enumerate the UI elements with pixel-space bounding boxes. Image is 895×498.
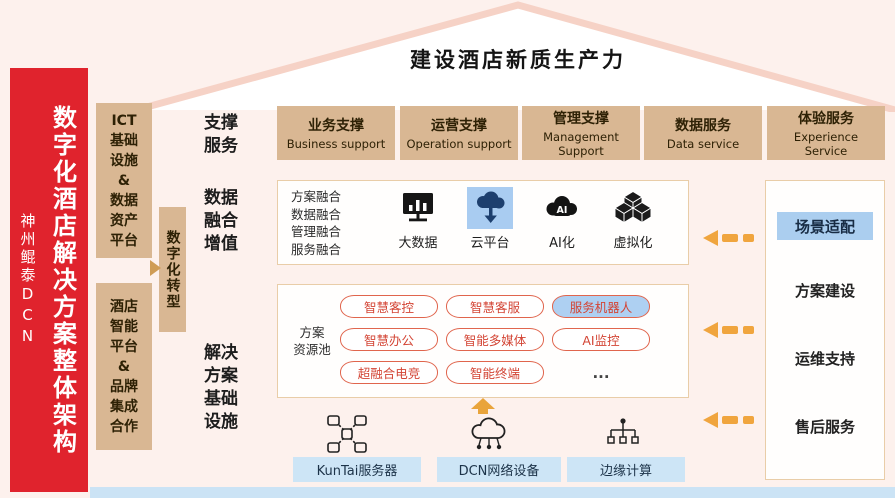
- resource-cell-ellipsis: ...: [592, 363, 610, 382]
- support-box-zh: 体验服务: [798, 111, 854, 127]
- up-arrow-icon: [471, 398, 495, 409]
- resource-pool-label: 方案 资源池: [293, 325, 331, 357]
- fusion-frame: 方案融合 数据融合 管理融合 服务融合 大数据: [277, 180, 689, 265]
- fusion-list: 方案融合 数据融合 管理融合 服务融合: [291, 189, 342, 257]
- support-box-en: Management Support: [543, 130, 619, 158]
- support-box-en: Experience Service: [793, 130, 859, 158]
- cloud-platform-label: 云平台: [470, 236, 510, 251]
- solution-row-label: 解决 方案 基础 设施: [204, 343, 238, 432]
- support-box-experience: 体验服务 Experience Service: [767, 106, 885, 160]
- bottom-bar: [90, 487, 895, 498]
- brand-banner: 神州鲲泰DCN 数字化酒店解决方案整体架构: [10, 68, 88, 492]
- resource-cell-ai-monitoring: AI监控: [552, 328, 650, 351]
- support-row-label: 支撑 服务: [204, 113, 238, 156]
- support-box-zh: 数据服务: [675, 118, 731, 134]
- edge-computing-label: 边缘计算: [567, 457, 685, 482]
- roof-outline: [132, 1, 895, 112]
- hotel-platform-box: 酒店 智能 平台 & 品牌 集成 合作: [96, 283, 152, 450]
- banner-title: 数字化酒店解决方案整体架构: [48, 104, 77, 456]
- resource-cell-smart-room-control: 智慧客控: [340, 295, 438, 318]
- dcn-network-label: DCN网络设备: [437, 457, 561, 482]
- scene-adaptation-badge: 场景适配: [777, 212, 873, 240]
- fusion-item-ai: AI AI化: [527, 187, 597, 259]
- resource-cell-smart-terminal: 智能终端: [446, 361, 544, 384]
- left-arrow-icon: [703, 412, 761, 428]
- big-data-label: 大数据: [398, 236, 438, 251]
- left-arrow-icon: [703, 230, 761, 246]
- banner-subtitle: 神州鲲泰DCN: [18, 212, 37, 348]
- kuntai-server-label: KunTai服务器: [293, 457, 421, 482]
- virtualization-label: 虚拟化: [613, 236, 653, 251]
- right-panel-item-after-sales: 售后服务: [794, 418, 855, 436]
- support-box-zh: 管理支撑: [553, 111, 609, 127]
- resource-cell-service-robot: 服务机器人: [552, 295, 650, 318]
- dcn-network-icon: [467, 414, 511, 456]
- support-box-management: 管理支撑 Management Support: [522, 106, 640, 160]
- support-box-operation: 运营支撑 Operation support: [400, 106, 518, 160]
- resource-cell-smart-service: 智慧客服: [446, 295, 544, 318]
- digital-transformation-box: 数字化转型: [159, 207, 186, 332]
- ai-label: AI化: [549, 236, 575, 251]
- support-box-business: 业务支撑 Business support: [277, 106, 395, 160]
- left-arrow-icon: [703, 322, 761, 338]
- right-panel-item-om-support: 运维支持: [794, 350, 855, 368]
- ai-icon: AI: [539, 187, 585, 229]
- virtualization-icon: [610, 187, 656, 229]
- big-data-icon: [395, 187, 441, 229]
- fusion-row-label: 数据 融合 增值: [204, 188, 238, 254]
- fusion-item-virtualization: 虚拟化: [598, 187, 668, 259]
- fusion-item-big-data: 大数据: [383, 187, 453, 259]
- support-box-zh: 运营支撑: [431, 118, 487, 134]
- digital-transformation-label: 数字化转型: [164, 229, 181, 310]
- fusion-item-cloud-platform: 云平台: [455, 187, 525, 259]
- ict-platform-box: ICT 基础 设施 & 数据 资产 平台: [96, 103, 152, 258]
- solution-frame: 方案 资源池 智慧客控 智慧客服 服务机器人 智慧办公 智能多媒体 AI监控 超…: [277, 284, 689, 398]
- resource-cell-smart-multimedia: 智能多媒体: [446, 328, 544, 351]
- roof-title: 建设酒店新质生产力: [410, 48, 626, 72]
- support-box-en: Operation support: [406, 137, 512, 151]
- resource-cell-hci-esports: 超融合电竞: [340, 361, 438, 384]
- transform-arrow-icon: [150, 260, 161, 276]
- support-box-en: Business support: [286, 137, 386, 151]
- support-box-zh: 业务支撑: [308, 118, 364, 134]
- kuntai-server-icon: [327, 415, 367, 457]
- edge-computing-icon: [605, 416, 641, 456]
- up-arrow-stem: [478, 409, 488, 414]
- resource-cell-smart-office: 智慧办公: [340, 328, 438, 351]
- cloud-platform-icon: [467, 187, 513, 229]
- right-panel-item-solution-build: 方案建设: [794, 282, 855, 300]
- svg-text:AI: AI: [557, 205, 568, 216]
- support-box-en: Data service: [666, 137, 740, 151]
- support-box-data: 数据服务 Data service: [644, 106, 762, 160]
